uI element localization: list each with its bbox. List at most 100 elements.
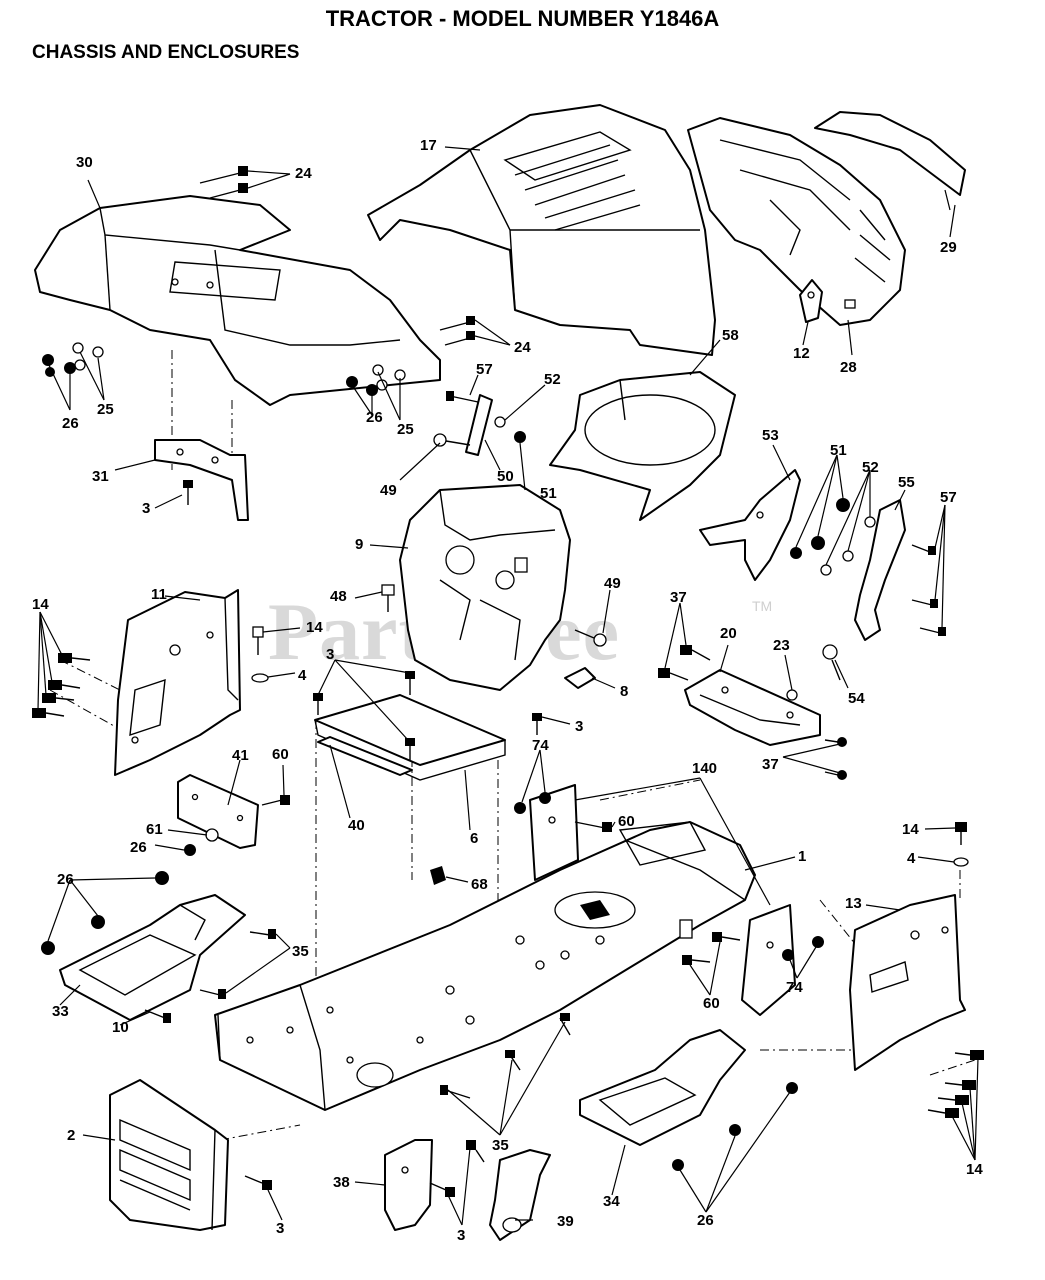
callout-9: 9 <box>355 536 363 553</box>
callout-48: 48 <box>330 588 347 605</box>
callout-11: 11 <box>151 586 167 603</box>
part-40-strip <box>317 736 413 776</box>
callout-14: 14 <box>902 821 919 838</box>
callout-50: 50 <box>497 468 514 485</box>
callout-26: 26 <box>130 839 147 856</box>
callout-60: 60 <box>272 746 289 763</box>
callout-41: 41 <box>232 747 249 764</box>
callout-35: 35 <box>292 943 309 960</box>
callout-58: 58 <box>722 327 739 344</box>
callout-17: 17 <box>420 137 437 154</box>
callout-23: 23 <box>773 637 790 654</box>
part-17-hood <box>367 104 716 356</box>
callout-3: 3 <box>326 646 334 663</box>
part-34-footrest <box>579 1029 746 1146</box>
callout-61: 61 <box>146 821 163 838</box>
callout-14: 14 <box>306 619 323 636</box>
callout-60: 60 <box>618 813 635 830</box>
part-50-link <box>465 394 493 456</box>
part-31-bracket <box>154 439 249 521</box>
callout-54: 54 <box>848 690 865 707</box>
callout-35: 35 <box>492 1137 509 1154</box>
part-41-plate <box>177 774 259 849</box>
callout-140: 140 <box>692 760 717 777</box>
callout-74: 74 <box>532 737 549 754</box>
callout-3: 3 <box>276 1220 284 1237</box>
callout-25: 25 <box>397 421 414 438</box>
watermark-trademark: TM <box>752 598 773 614</box>
part-58-tray <box>549 371 736 521</box>
part-2-front-bracket <box>109 1079 229 1231</box>
callout-52: 52 <box>544 371 561 388</box>
callout-30: 30 <box>76 154 93 171</box>
part-29-trim <box>814 111 966 211</box>
part-13-side-panel <box>849 894 966 1071</box>
callout-8: 8 <box>620 683 628 700</box>
hood-grille-slats <box>503 131 641 231</box>
callout-37: 37 <box>762 756 779 773</box>
part-38-bracket <box>384 1139 433 1231</box>
callout-52: 52 <box>862 459 879 476</box>
leader-lines <box>37 146 979 1226</box>
callout-20: 20 <box>720 625 737 642</box>
callout-1: 1 <box>798 848 806 865</box>
callout-34: 34 <box>603 1193 620 1210</box>
callout-labels: 30 24 17 29 28 12 24 25 26 58 57 52 25 2… <box>32 137 983 1244</box>
callout-68: 68 <box>471 876 488 893</box>
callout-53: 53 <box>762 427 779 444</box>
callout-57: 57 <box>476 361 493 378</box>
callout-49: 49 <box>604 575 621 592</box>
callout-10: 10 <box>112 1019 129 1036</box>
section-subtitle: CHASSIS AND ENCLOSURES <box>32 42 300 63</box>
callout-24: 24 <box>295 165 312 182</box>
part-11-side-panel <box>114 589 241 776</box>
part-1-main-frame <box>214 821 756 1111</box>
part-28-grille-housing <box>687 117 906 326</box>
part-33-footrest <box>59 894 246 1021</box>
part-6-battery-tray <box>314 694 506 781</box>
callout-25: 25 <box>97 401 114 418</box>
callout-33: 33 <box>52 1003 69 1020</box>
callout-60: 60 <box>703 995 720 1012</box>
callout-4: 4 <box>907 850 916 867</box>
callout-28: 28 <box>840 359 857 376</box>
callout-4: 4 <box>298 667 307 684</box>
part-20-plate <box>684 669 821 746</box>
callout-3: 3 <box>457 1227 465 1244</box>
callout-51: 51 <box>830 442 847 459</box>
part-12-latch <box>799 279 823 323</box>
callout-55: 55 <box>898 474 915 491</box>
part-140-bracket-left <box>529 784 579 881</box>
callout-14: 14 <box>32 596 49 613</box>
callout-49: 49 <box>380 482 397 499</box>
part-140-bracket-right <box>741 904 796 1016</box>
callout-24: 24 <box>514 339 531 356</box>
callout-74: 74 <box>786 979 803 996</box>
callout-14: 14 <box>966 1161 983 1178</box>
callout-26: 26 <box>697 1212 714 1229</box>
callout-13: 13 <box>845 895 862 912</box>
page-title: TRACTOR - MODEL NUMBER Y1846A <box>325 6 720 31</box>
part-9-dash-panel <box>399 484 571 691</box>
callout-12: 12 <box>793 345 810 362</box>
part-53-bracket <box>699 469 801 581</box>
callout-39: 39 <box>557 1213 574 1230</box>
callout-3: 3 <box>575 718 583 735</box>
part-39-bracket <box>489 1149 551 1241</box>
callout-37: 37 <box>670 589 687 606</box>
callout-38: 38 <box>333 1174 350 1191</box>
part-30-rear-fender <box>34 195 441 406</box>
callout-26: 26 <box>366 409 383 426</box>
callout-6: 6 <box>470 830 478 847</box>
callout-26: 26 <box>62 415 79 432</box>
callout-2: 2 <box>67 1127 75 1144</box>
callout-51: 51 <box>540 485 557 502</box>
callout-3: 3 <box>142 500 150 517</box>
part-55-bracket <box>854 499 906 641</box>
callout-26: 26 <box>57 871 74 888</box>
callout-40: 40 <box>348 817 365 834</box>
callout-29: 29 <box>940 239 957 256</box>
callout-57: 57 <box>940 489 957 506</box>
callout-31: 31 <box>92 468 109 485</box>
